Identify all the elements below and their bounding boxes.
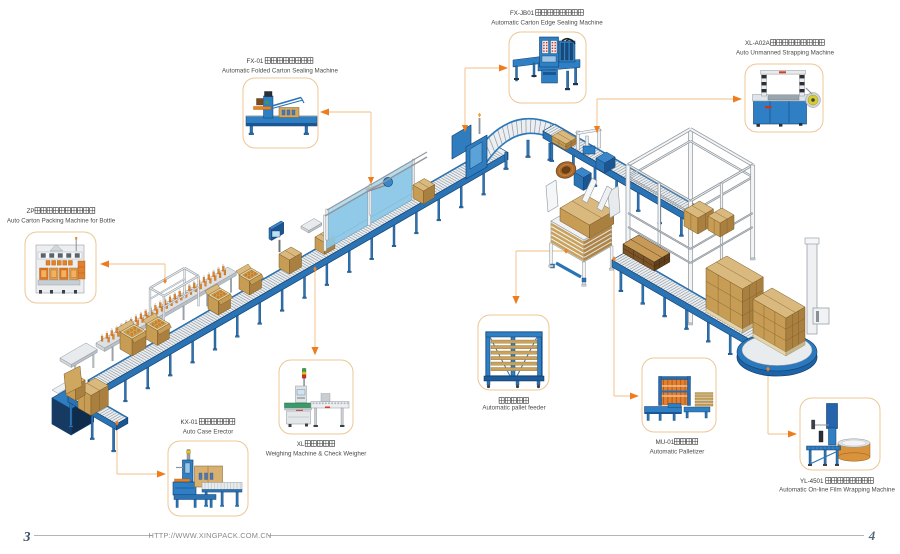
svg-text:HTTP://WWW.XINGPACK.COM.CN: HTTP://WWW.XINGPACK.COM.CN bbox=[149, 531, 272, 540]
svg-text:FX-JB01: FX-JB01 bbox=[510, 10, 535, 17]
svg-text:Automatic Palletizer: Automatic Palletizer bbox=[650, 449, 705, 456]
svg-text:ZP: ZP bbox=[27, 208, 35, 215]
svg-text:4: 4 bbox=[868, 528, 876, 543]
svg-text:MU-01: MU-01 bbox=[656, 439, 675, 446]
svg-text:KX-01: KX-01 bbox=[181, 419, 199, 426]
svg-text:Auto Unmanned Strapping Machin: Auto Unmanned Strapping Machine bbox=[736, 50, 835, 57]
svg-text:YL-4501: YL-4501 bbox=[800, 478, 824, 485]
svg-text:Auto Carton Packing Machine fo: Auto Carton Packing Machine for Bottle bbox=[7, 218, 116, 225]
svg-text:Automatic On-line Film Wrappin: Automatic On-line Film Wrapping Machine bbox=[779, 487, 895, 494]
svg-text:XL: XL bbox=[297, 441, 305, 448]
svg-text:XL-A02A: XL-A02A bbox=[745, 40, 771, 47]
svg-text:3: 3 bbox=[23, 530, 31, 545]
svg-text:Automatic Carton Edge Sealing: Automatic Carton Edge Sealing Machine bbox=[491, 20, 603, 27]
svg-text:Automatic Folded Carton Sealin: Automatic Folded Carton Sealing Machine bbox=[222, 68, 338, 75]
svg-text:FX-01: FX-01 bbox=[247, 58, 264, 65]
svg-text:Weighing Machine & Check Weigh: Weighing Machine & Check Weigher bbox=[266, 451, 367, 458]
svg-text:Auto Case Erector: Auto Case Erector bbox=[183, 429, 234, 436]
svg-text:Automatic pallet feeder: Automatic pallet feeder bbox=[482, 405, 545, 412]
